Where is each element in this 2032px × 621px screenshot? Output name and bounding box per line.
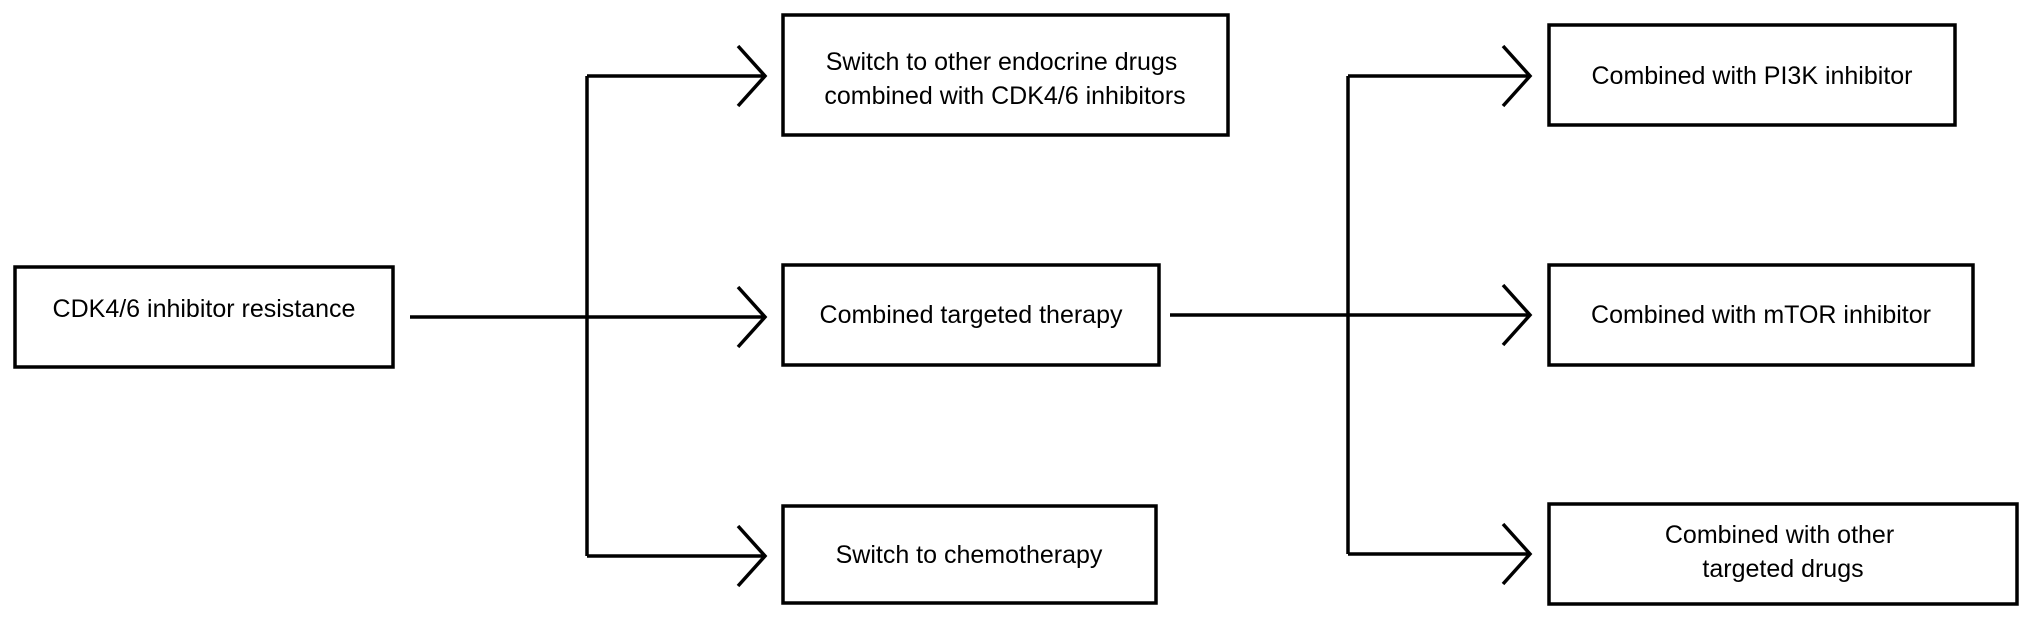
node-box — [781, 263, 1161, 367]
node-switch-endocrine: Switch to other endocrine drugs combined… — [781, 13, 1230, 137]
node-box — [1547, 502, 2019, 606]
node-label: Switch to chemotherapy — [836, 541, 1103, 569]
node-label-line: Combined targeted therapy — [820, 301, 1123, 329]
node-switch-chemotherapy: Switch to chemotherapy — [781, 504, 1158, 605]
root-connectors — [410, 44, 768, 588]
node-box — [781, 13, 1230, 137]
node-box — [13, 265, 395, 369]
arrowhead-to-combined-targeted — [736, 285, 768, 349]
targeted-connectors — [1170, 44, 1533, 586]
arrowhead-to-other-targeted — [1501, 522, 1533, 586]
node-label-line: Combined with mTOR inhibitor — [1591, 301, 1931, 329]
node-combined-targeted-therapy: Combined targeted therapy — [781, 263, 1161, 367]
node-other-targeted-drugs: Combined with other targeted drugs — [1547, 502, 2019, 606]
node-label: Combined with mTOR inhibitor — [1591, 301, 1931, 329]
node-cdk46-resistance: CDK4/6 inhibitor resistance — [13, 265, 395, 369]
node-label: CDK4/6 inhibitor resistance — [53, 295, 356, 323]
arrowhead-to-switch-endocrine — [736, 44, 768, 108]
node-mtor-inhibitor: Combined with mTOR inhibitor — [1547, 263, 1975, 367]
node-label-line: combined with CDK4/6 inhibitors — [824, 82, 1185, 110]
node-label: Combined with PI3K inhibitor — [1592, 62, 1913, 90]
node-pi3k-inhibitor: Combined with PI3K inhibitor — [1547, 23, 1957, 127]
node-label: Combined targeted therapy — [820, 301, 1123, 329]
node-label-line: Combined with PI3K inhibitor — [1592, 62, 1913, 90]
node-label: Switch to other endocrine drugs combined… — [824, 48, 1185, 110]
arrowhead-to-pi3k — [1501, 44, 1533, 108]
node-box — [1547, 263, 1975, 367]
node-label: Combined with other targeted drugs — [1665, 521, 1901, 583]
node-label-line: targeted drugs — [1702, 555, 1863, 583]
node-label-line: Switch to chemotherapy — [836, 541, 1103, 569]
arrowhead-to-switch-chemo — [736, 524, 768, 588]
node-box — [781, 504, 1158, 605]
node-box — [1547, 23, 1957, 127]
node-label-line: CDK4/6 inhibitor resistance — [53, 295, 356, 323]
node-label-line: Combined with other — [1665, 521, 1894, 549]
node-label-line: Switch to other endocrine drugs — [826, 48, 1178, 76]
arrowhead-to-mtor — [1501, 283, 1533, 347]
